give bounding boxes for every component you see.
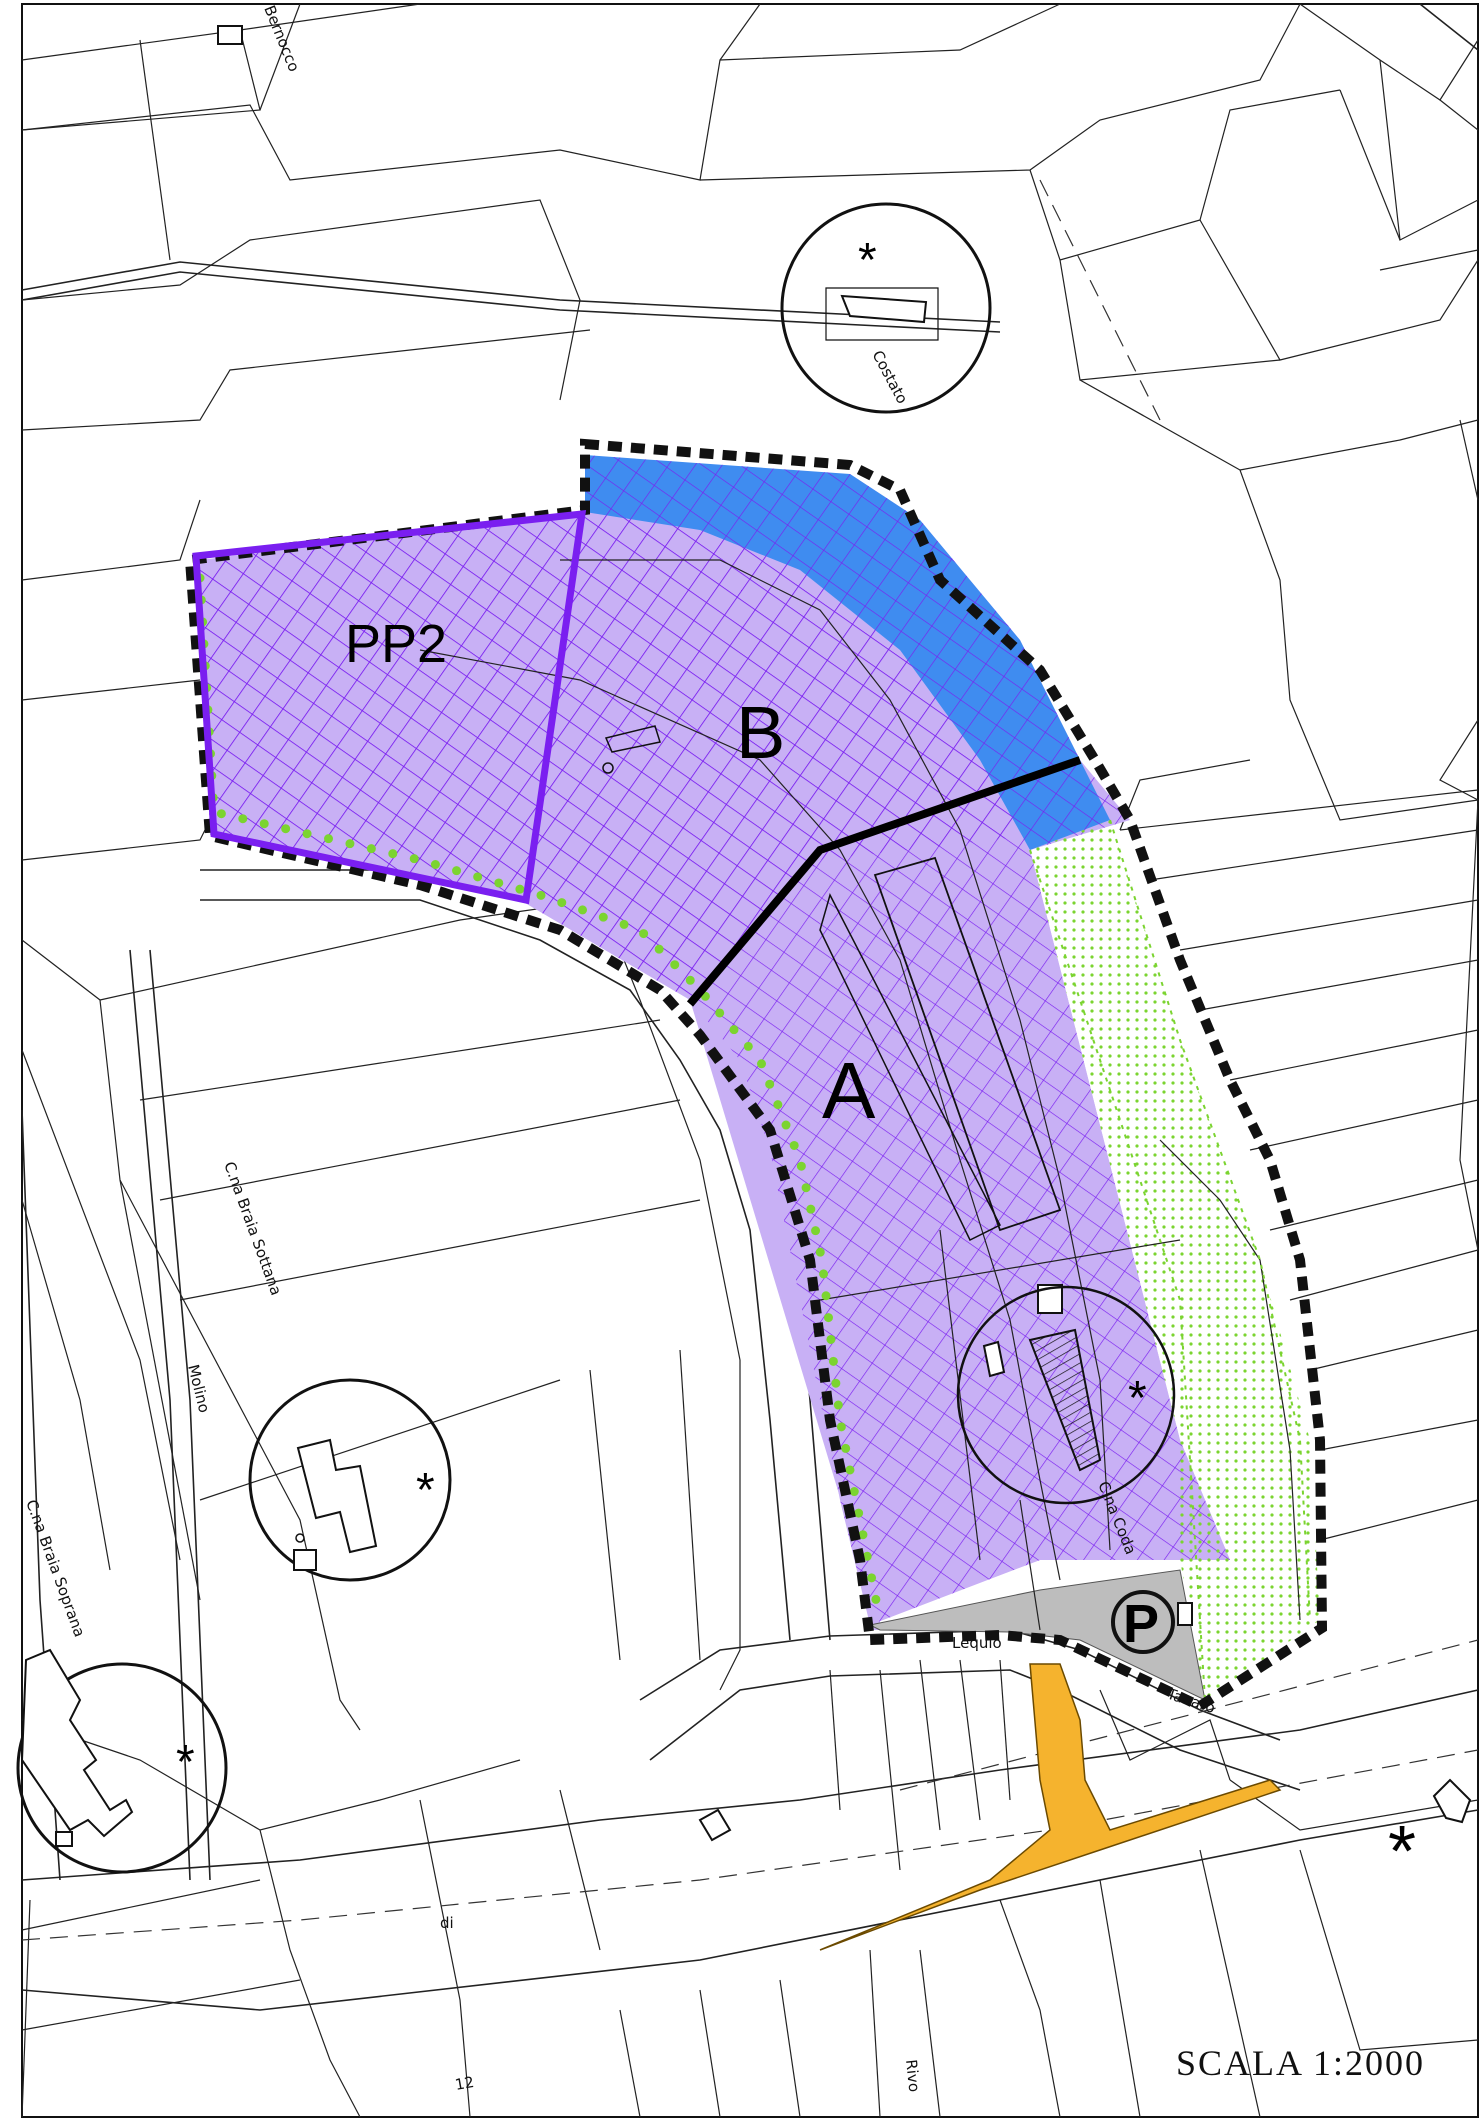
street-costato: Costato [868, 347, 911, 406]
parking-icon: P [1111, 1590, 1175, 1654]
street-di: di [440, 1914, 454, 1932]
asterisk-icon: * [1388, 1812, 1416, 1892]
zone-pp2-label: PP2 [345, 614, 447, 674]
small-buildings [217, 25, 1472, 1842]
street-rivo: Rivo [902, 2059, 923, 2093]
green-strip [1030, 820, 1320, 1700]
heritage-circle-lower [956, 1285, 1176, 1505]
orange-road [819, 1663, 1282, 1951]
asterisk-icon: * [416, 1464, 435, 1517]
pp2-boundary [192, 510, 587, 905]
heritage-circle-bottom-left [16, 1648, 228, 1874]
zone-divider-line [686, 756, 1082, 1007]
asterisk-icon: * [176, 1736, 195, 1789]
asterisk-icon: * [858, 234, 877, 287]
green-boundary [195, 573, 1311, 1701]
existing-buildings [602, 725, 1193, 1626]
zone-interior-lines [419, 559, 1301, 1631]
street-lequio: Lequio [952, 1634, 1002, 1652]
zone-b-label: B [736, 691, 785, 774]
street-number: 12 [454, 2073, 476, 2094]
plan-boundary [184, 438, 1328, 1712]
map-frame [21, 3, 1479, 2118]
street-braia-soprana: C.na Braia Soprana [22, 1497, 88, 1639]
street-braia-sottana: C.na Braia Sottana [220, 1159, 285, 1298]
heritage-circle-left [248, 1378, 452, 1582]
svg-text:P: P [1123, 1594, 1159, 1654]
heritage-circle-top [780, 202, 992, 414]
scale-label: SCALA 1:2000 [1176, 2043, 1425, 2083]
zone-a-label: A [822, 1046, 876, 1135]
asterisk-icon: * [1128, 1372, 1147, 1425]
